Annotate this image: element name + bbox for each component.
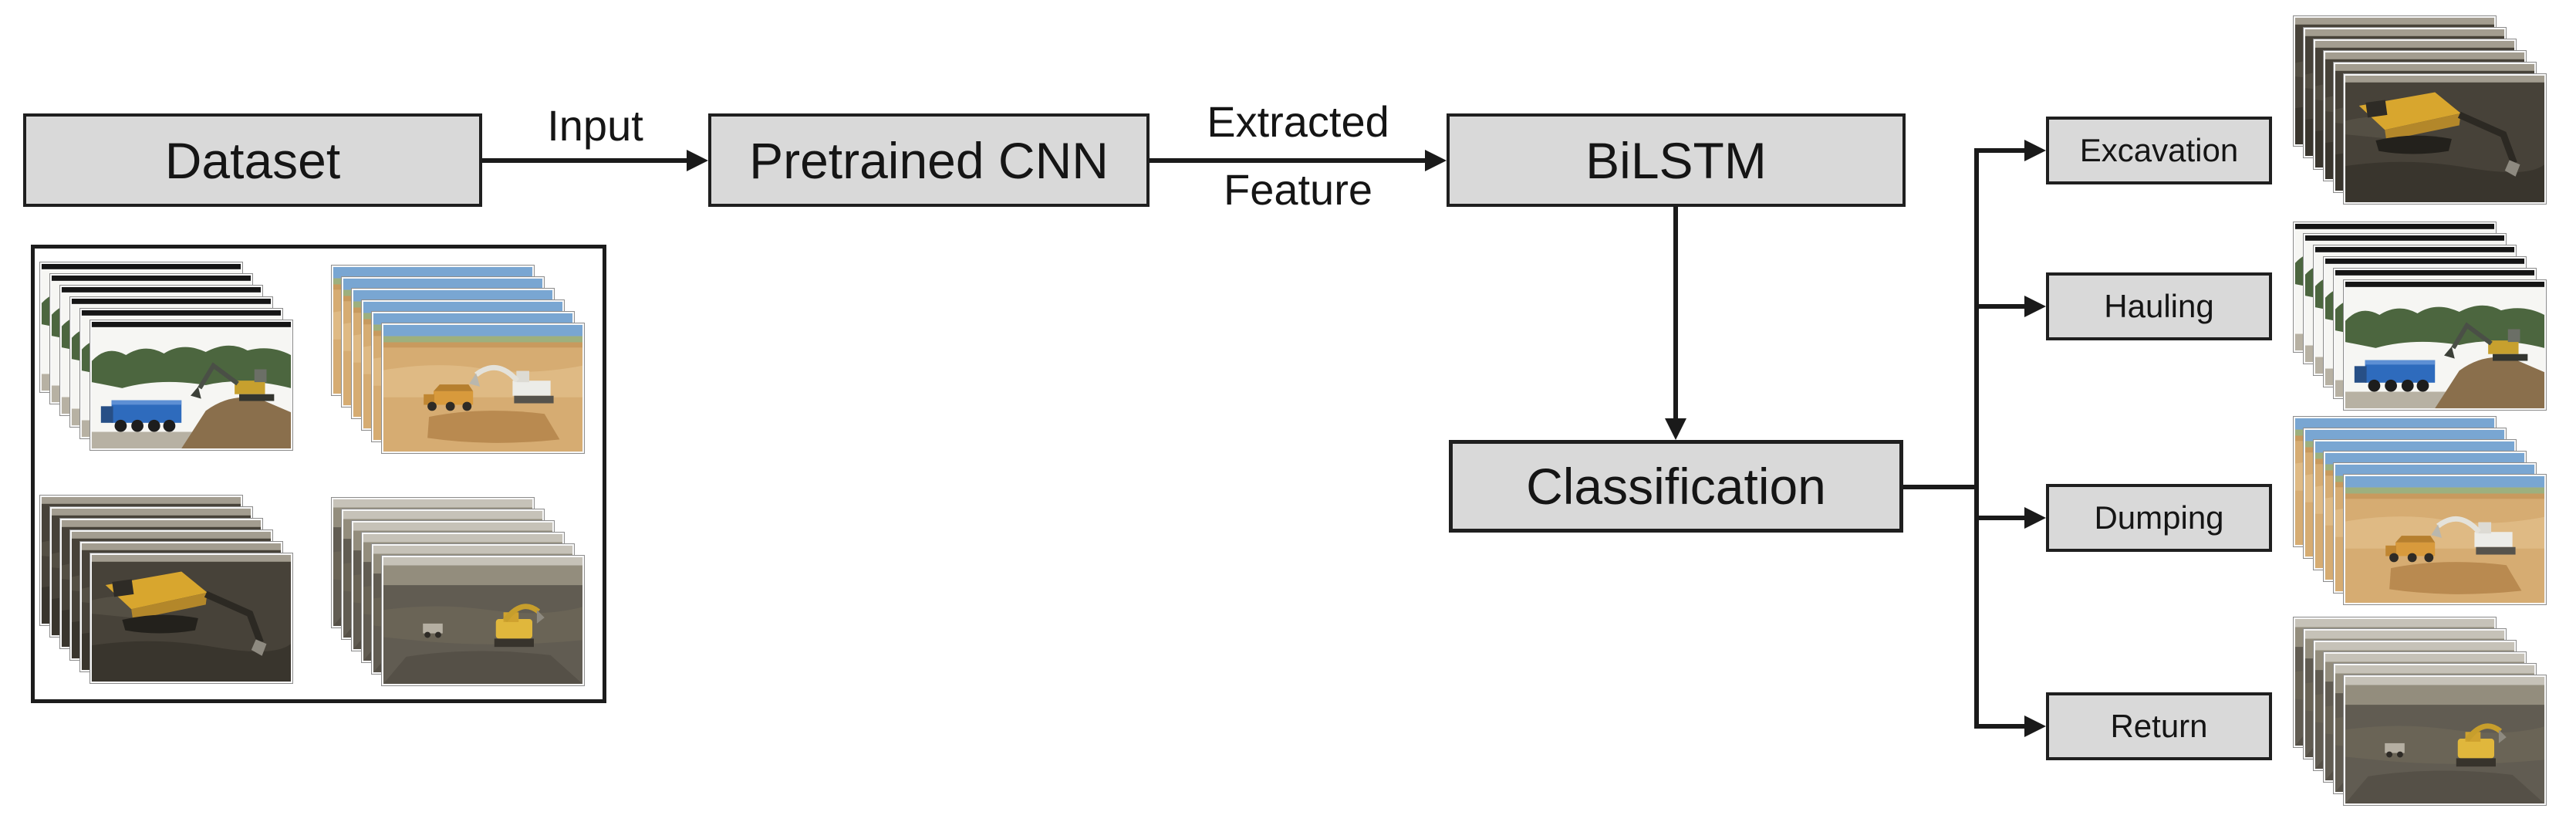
hauling-photo <box>2343 279 2547 411</box>
output-hauling-label: Hauling <box>2104 288 2214 324</box>
output-excavation: Excavation <box>2046 117 2272 184</box>
dataset-dumping-image-stack <box>331 265 585 454</box>
dumping-photo <box>381 323 585 454</box>
pretrained-cnn-node-label: Pretrained CNN <box>749 131 1109 189</box>
output-return-label: Return <box>2110 708 2208 744</box>
hauling-image-stack <box>2293 222 2547 411</box>
arrowhead <box>687 150 708 171</box>
extracted-feature-edge-label-line1: Extracted <box>1207 97 1389 146</box>
output-dumping: Dumping <box>2046 484 2272 552</box>
dumping-photo <box>2343 474 2547 605</box>
return-photo <box>381 555 585 686</box>
return-image-stack <box>2293 617 2547 806</box>
classification-node-label: Classification <box>1526 458 1826 515</box>
dataset-return-image-stack <box>331 497 585 686</box>
bilstm-node-label: BiLSTM <box>1585 131 1767 189</box>
output-hauling: Hauling <box>2046 272 2272 340</box>
dataset-excavation-image-stack <box>39 495 293 684</box>
return-photo <box>2343 675 2547 806</box>
excavation-photo <box>89 553 293 684</box>
dataset-hauling-image-stack <box>39 262 293 451</box>
dumping-image-stack <box>2293 416 2547 605</box>
dataset-node: Dataset <box>23 113 482 207</box>
output-dumping-label: Dumping <box>2094 499 2224 536</box>
classification-node: Classification <box>1449 440 1903 533</box>
excavation-image-stack <box>2293 15 2547 205</box>
excavation-photo <box>2343 73 2547 205</box>
extracted-feature-edge-label-line2: Feature <box>1224 165 1372 214</box>
bilstm-node: BiLSTM <box>1447 113 1906 207</box>
input-edge-label: Input <box>547 101 643 150</box>
pretrained-cnn-node: Pretrained CNN <box>708 113 1150 207</box>
hauling-photo <box>89 320 293 451</box>
output-excavation-label: Excavation <box>2079 132 2239 168</box>
output-return: Return <box>2046 692 2272 760</box>
dataset-node-label: Dataset <box>164 131 341 189</box>
